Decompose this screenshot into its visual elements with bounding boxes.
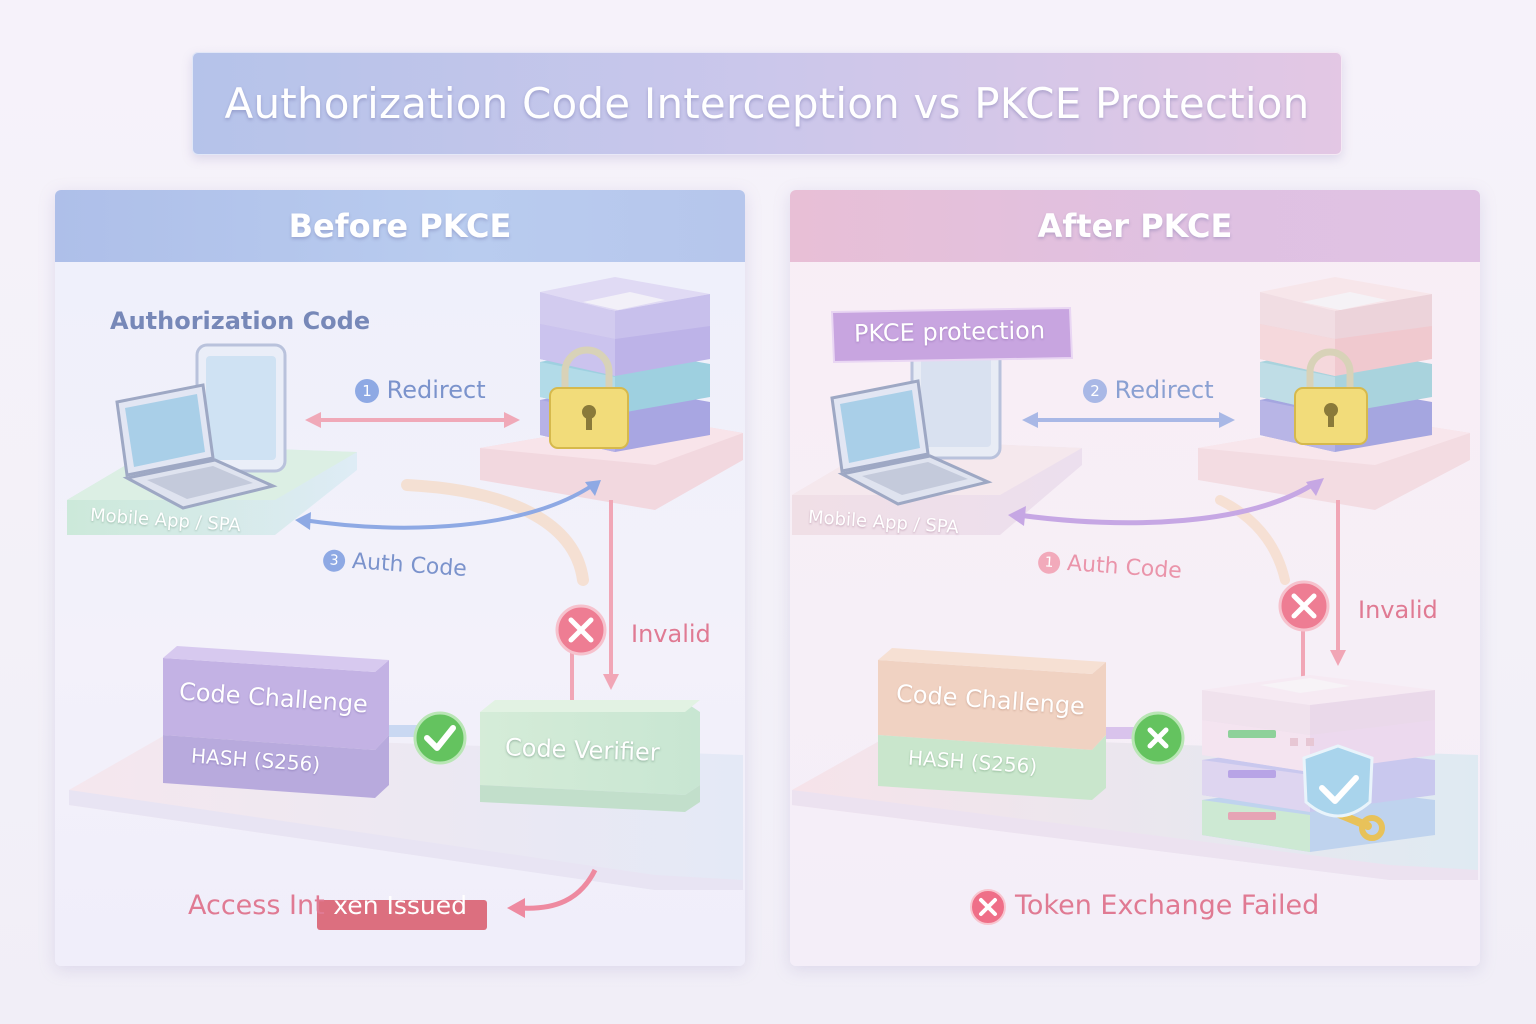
result-arrow [507,868,598,918]
before-pkce-panel: Before PKCE [55,190,745,966]
challenge-connector [389,725,419,737]
code-verifier-label: Code Verifier [504,733,661,767]
redirect-arrow [305,412,520,428]
shield-check-icon [1302,744,1374,818]
redirect-step: 2 Redirect [1083,376,1214,404]
invalid-label: Invalid [1358,596,1438,624]
after-pkce-illustration [792,277,1478,925]
redirect-label: Redirect [1114,376,1214,404]
code-challenge-block [163,646,389,798]
before-pkce-illustration [67,277,743,930]
access-token-result: Access Int xen Issued [188,890,467,921]
auth-code-step-number: 1 [1037,551,1061,575]
auth-code-arrow [1008,478,1324,526]
redirect-step-number: 2 [1083,379,1107,403]
invalid-x-icon [1278,580,1330,632]
title-bar: Authorization Code Interception vs PKCE … [192,52,1342,155]
after-pkce-panel: After PKCE [790,190,1480,966]
invalid-arrows [1301,500,1346,680]
result-highlight [317,900,487,930]
token-exchange-failed-label: Token Exchange Failed [1015,890,1320,921]
check-icon [413,711,467,765]
intercepted-flow-arrow [1215,495,1290,585]
invalid-arrows [570,500,619,700]
redirect-step: 1 Redirect [355,376,486,404]
code-challenge-block [878,648,1106,800]
auth-code-arrow [295,480,601,530]
diagram-title: Authorization Code Interception vs PKCE … [224,79,1310,128]
lock-icon [1294,348,1368,445]
auth-code-step-number: 3 [322,549,346,573]
mismatch-icon [1131,711,1185,765]
failed-x-icon [970,889,1006,925]
pkce-protection-tag-shape [830,306,1074,364]
before-pkce-heading: Before PKCE [55,190,745,262]
redirect-label: Redirect [386,376,486,404]
code-verifier-block [480,700,700,812]
lock-icon [549,346,629,449]
laptop-icon [830,379,993,506]
pkce-protection-tag: PKCE protection [853,316,1046,348]
challenge-connector [1106,727,1136,739]
redirect-step-number: 1 [355,379,379,403]
authorization-code-label: Authorization Code [110,307,371,335]
invalid-label: Invalid [631,620,711,648]
result-part-2: xen Issued [333,891,467,920]
laptop-icon [115,383,278,510]
result-part-1: Access Int [188,890,325,921]
after-pkce-heading: After PKCE [790,190,1480,262]
redirect-arrow [1022,412,1235,428]
invalid-x-icon [555,604,607,656]
